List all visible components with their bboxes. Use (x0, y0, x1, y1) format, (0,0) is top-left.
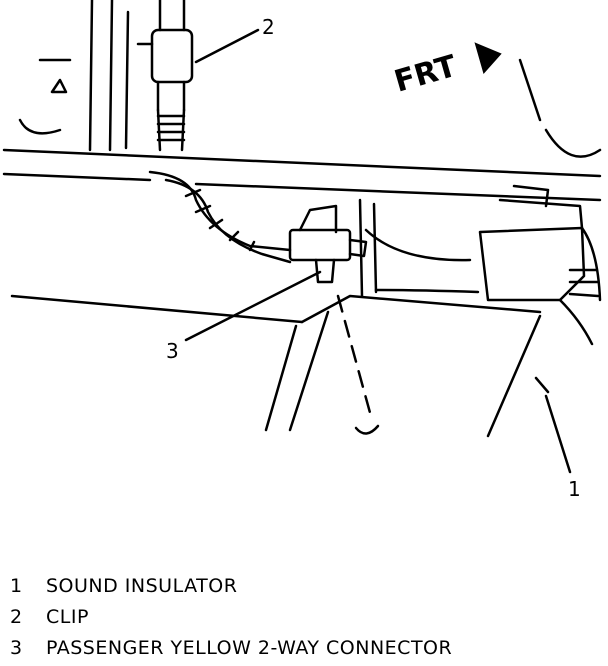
callout-legend: 1 SOUND INSULATOR 2 CLIP 3 PASSENGER YEL… (10, 570, 600, 663)
dash-panel-structure (2, 0, 602, 298)
frt-label: FRT (391, 49, 461, 100)
removal-direction-arrow (336, 294, 380, 435)
legend-item: 2 CLIP (10, 601, 600, 632)
module-housing (478, 184, 602, 346)
legend-number: 3 (10, 636, 23, 659)
legend-label: SOUND INSULATOR (46, 574, 238, 597)
wiring-harness (148, 108, 292, 264)
yellow-2-way-connector (288, 204, 368, 284)
connector-location-diagram: FRT 2 3 1 (2, 0, 602, 501)
callout-number-2: 2 (262, 15, 275, 39)
legend-number: 2 (10, 605, 23, 628)
callout-number-3: 3 (166, 339, 179, 363)
legend-label: CLIP (46, 605, 89, 628)
legend-number: 1 (10, 574, 23, 597)
sound-insulator (10, 294, 550, 438)
legend-item: 1 SOUND INSULATOR (10, 570, 600, 601)
callout-number-1: 1 (568, 477, 581, 501)
legend-item: 3 PASSENGER YELLOW 2-WAY CONNECTOR (10, 632, 600, 663)
front-direction-indicator: FRT (391, 42, 502, 100)
front-arrow-icon (474, 42, 502, 75)
callout-leaders (184, 28, 572, 474)
harness-clip (136, 0, 194, 112)
legend-label: PASSENGER YELLOW 2-WAY CONNECTOR (46, 636, 453, 659)
